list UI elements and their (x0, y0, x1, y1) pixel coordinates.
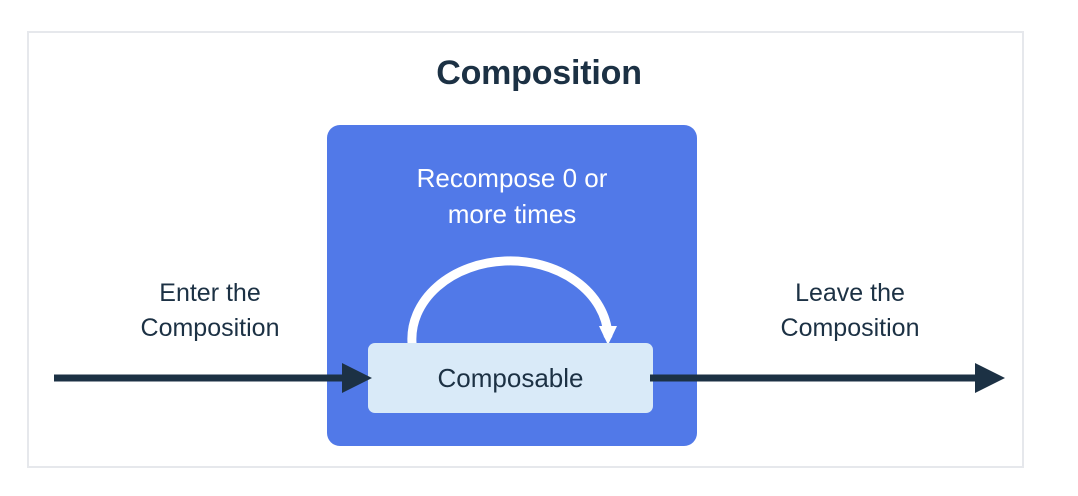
enter-flow-arrow-icon (54, 363, 372, 393)
composable-node (368, 343, 653, 413)
composable-node-label: Composable (437, 363, 584, 393)
recompose-loop-arrow-icon (407, 256, 617, 345)
leave-flow-label: Leave the Composition (715, 276, 985, 346)
leave-flow-label-line-2: Composition (780, 314, 920, 342)
leave-flow-arrow-icon (650, 363, 1005, 393)
recompose-label: Recompose 0 or more times (327, 160, 697, 232)
enter-flow-label: Enter the Composition (75, 276, 345, 346)
page-title: Composition (436, 54, 642, 92)
recompose-label-line-1: Recompose 0 or (416, 163, 608, 193)
recompose-label-line-2: more times (447, 199, 577, 229)
leave-flow-label-line-1: Leave the (795, 279, 905, 307)
enter-flow-label-line-2: Composition (140, 314, 280, 342)
enter-flow-label-line-1: Enter the (159, 279, 261, 307)
